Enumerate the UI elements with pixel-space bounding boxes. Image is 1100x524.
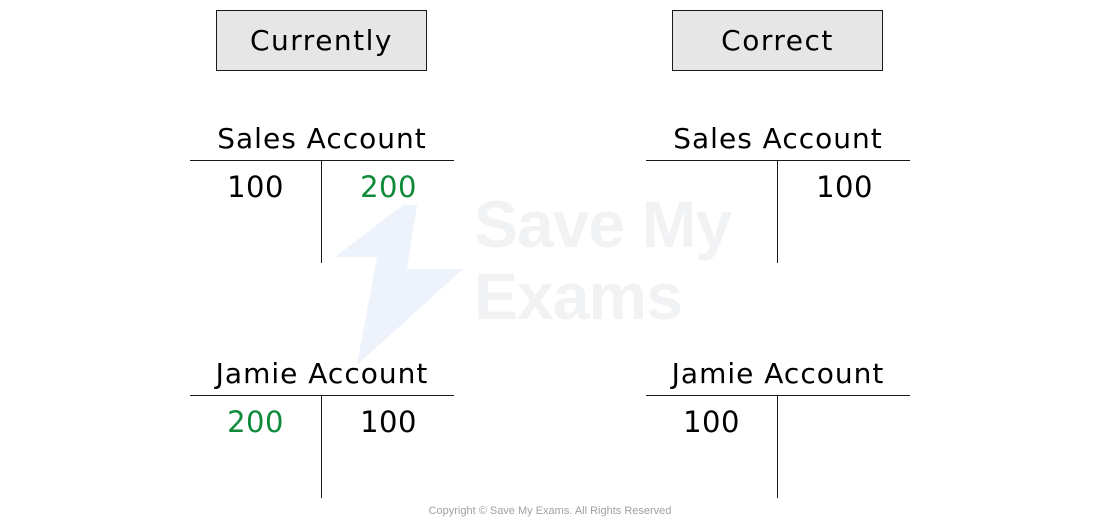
credit-value: 200: [360, 170, 417, 204]
t-account-top-line: [190, 160, 454, 161]
currently-header: Currently: [216, 10, 427, 71]
t-account-top-line: [646, 395, 910, 396]
t-account-title: Sales Account: [673, 122, 883, 155]
t-account-top-line: [646, 160, 910, 161]
copyright-footer: Copyright © Save My Exams. All Rights Re…: [428, 505, 672, 517]
t-account-divider: [321, 160, 322, 263]
correct-sales-t-account: Sales Account 100: [646, 119, 910, 289]
watermark-bolt-icon: [335, 205, 463, 365]
t-account-top-line: [190, 395, 454, 396]
currently-sales-t-account: Sales Account 100 200: [190, 119, 454, 289]
credit-value: 100: [360, 405, 417, 439]
t-account-divider: [777, 395, 778, 498]
watermark-line1: Save My: [474, 187, 732, 261]
debit-value: 100: [227, 170, 284, 204]
credit-value: 100: [816, 170, 873, 204]
watermark-text: Save My Exams: [474, 187, 732, 333]
t-account-title: Jamie Account: [215, 357, 429, 390]
debit-value: 200: [227, 405, 284, 439]
t-account-divider: [321, 395, 322, 498]
t-account-title: Jamie Account: [671, 357, 885, 390]
correct-header: Correct: [672, 10, 883, 71]
debit-value: 100: [683, 405, 740, 439]
watermark-line2: Exams: [474, 259, 683, 333]
correct-jamie-t-account: Jamie Account 100: [646, 354, 910, 524]
t-account-title: Sales Account: [217, 122, 427, 155]
currently-jamie-t-account: Jamie Account 200 100: [190, 354, 454, 524]
t-account-divider: [777, 160, 778, 263]
